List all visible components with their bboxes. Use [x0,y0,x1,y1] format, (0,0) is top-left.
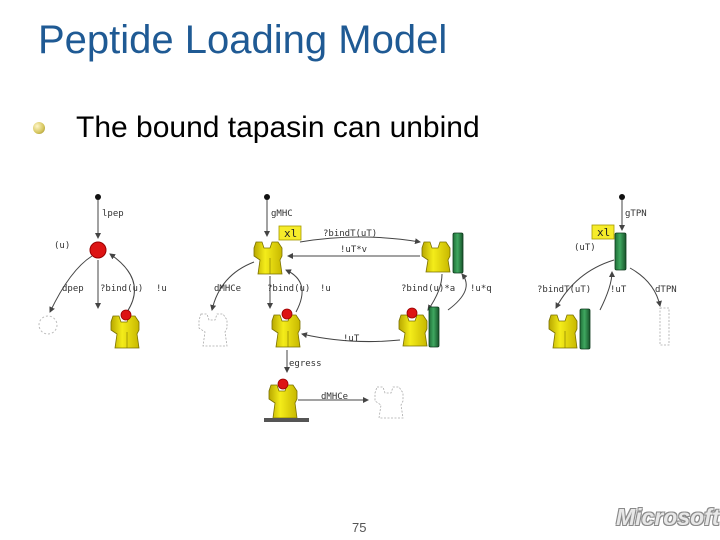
label-gmhc: gMHC [271,209,293,219]
label-egress: egress [289,359,322,369]
mhc-peptide-icon [110,309,140,349]
label-bindt-right: ?bindT(uT) [537,285,591,295]
label-dpep: dpep [62,284,84,294]
label-gtpn: gTPN [625,209,647,219]
xl-box-right [591,224,615,240]
label-ut-mid: !uT [343,334,360,344]
start-node-icon [619,194,625,200]
label-nut-right: !uT [610,285,627,295]
label-xl-left: xl [284,227,297,240]
label-bind-t: ?bindT(uT) [323,229,377,239]
mhc-surface-icon [264,378,309,422]
bullet-text: The bound tapasin can unbind [76,111,480,144]
label-u-star-v: !uT*v [340,245,367,255]
tapasin-icon [614,232,627,271]
mhc-degraded-icon [374,386,404,419]
microsoft-logo: Microsoft [616,504,720,530]
label-lpep: lpep [102,209,124,219]
mhc-peptide-icon [271,308,301,348]
slide-title: Peptide Loading Model [38,18,448,62]
label-dtpn: dTPN [655,285,677,295]
bullet-icon [33,122,45,134]
mhc-tapasin-complex-icon [421,232,464,274]
label-bind-a: ?bind(u)*a [401,284,455,294]
mhc-tapasin-complex-icon [548,308,591,350]
label-uq: !u*q [470,284,492,294]
label-u: (u) [54,241,70,251]
mhc-degraded-icon [198,313,228,347]
label-xl-right: xl [597,226,610,239]
xl-box-left [278,225,302,241]
empty-peptide-icon [38,315,58,335]
label-bind-u-left: ?bind(u) [100,284,143,294]
mhc-peptide-tapasin-icon [398,306,440,348]
tapasin-column: gTPN xl (uT) ?bindT(uT) !uT dTPN [537,194,677,350]
label-dmhc2: dMHCe [321,392,348,402]
start-node-icon [95,194,101,200]
tapasin-degraded-icon [659,307,670,346]
page-number: 75 [352,520,367,535]
label-nu-left: !u [156,284,167,294]
label-nu-mid: !u [320,284,331,294]
label-bind-u-mid: ?bind(u) [267,284,310,294]
label-ut-right: (uT) [574,243,596,253]
mhc-column: gMHC xl ?bindT(uT) !uT*v dMHCe ?bind(u) … [198,194,492,422]
start-node-icon [264,194,270,200]
peptide-red-dot-icon [89,241,107,259]
peptide-column: lpep (u) dpep ?bind(u) !u [38,194,167,349]
mhc-empty-icon [253,241,283,275]
label-dmhc: dMHCe [214,284,241,294]
